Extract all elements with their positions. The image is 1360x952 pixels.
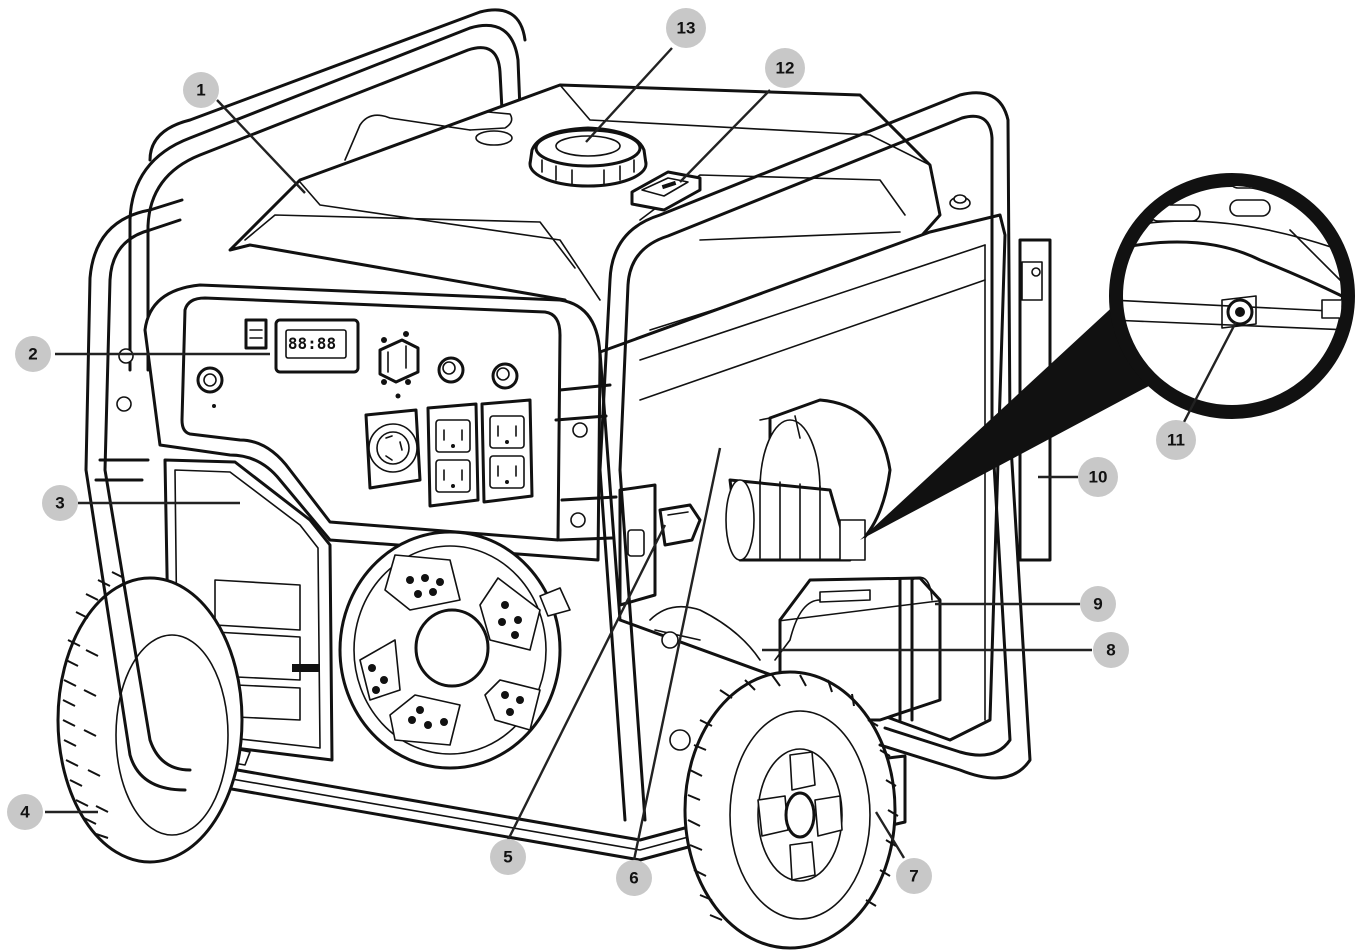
left-wheel (56, 571, 244, 864)
leader-5 (506, 524, 667, 841)
svg-text:3: 3 (55, 494, 64, 513)
callout-1: 1 (183, 72, 219, 108)
hour-meter-display: 88:88 (288, 334, 336, 353)
alternator (725, 398, 892, 562)
twist-lock-outlet (364, 408, 422, 490)
callout-12: 12 (765, 48, 805, 88)
callout-11: 11 (1156, 420, 1196, 460)
zoom-connector (860, 300, 1160, 540)
duplex-outlet-right (480, 398, 534, 504)
right-wheel (683, 670, 899, 950)
front-frame-right (554, 91, 1032, 822)
svg-text:6: 6 (629, 869, 638, 888)
callout-3: 3 (42, 485, 78, 521)
callout-6: 6 (616, 860, 652, 896)
leader-13 (585, 47, 673, 143)
fuel-cap (528, 126, 648, 188)
front-frame-crossbar (148, 8, 527, 162)
circuit-breaker-left[interactable] (437, 356, 465, 384)
leader-7 (874, 811, 906, 859)
leader-6 (632, 447, 722, 861)
leader-1 (216, 99, 306, 194)
svg-text:11: 11 (1167, 431, 1185, 450)
front-frame-left (84, 198, 192, 792)
choke-lever[interactable] (658, 503, 702, 547)
rear-frame (128, 23, 522, 372)
callout-13: 13 (666, 8, 706, 48)
fuel-gauge (630, 170, 702, 212)
ground-terminal (196, 366, 224, 408)
callout-10: 10 (1078, 457, 1118, 497)
svg-text:4: 4 (20, 803, 30, 822)
svg-text:13: 13 (677, 19, 696, 38)
svg-text:10: 10 (1089, 468, 1108, 487)
svg-text:12: 12 (776, 59, 795, 78)
engine-switch[interactable] (378, 331, 420, 399)
callout-7: 7 (896, 858, 932, 894)
leader-12 (679, 89, 771, 183)
svg-text:7: 7 (909, 867, 918, 886)
breaker-switch[interactable] (244, 318, 268, 350)
callout-5: 5 (490, 839, 526, 875)
callout-4: 4 (7, 794, 43, 830)
callout-8: 8 (1093, 632, 1129, 668)
recoil-starter (338, 530, 571, 770)
callout-2: 2 (15, 336, 51, 372)
tank-bolt (949, 194, 971, 210)
hour-meter: 88:88 (274, 318, 360, 374)
svg-text:5: 5 (503, 848, 512, 867)
svg-text:2: 2 (28, 345, 37, 364)
svg-text:8: 8 (1106, 641, 1115, 660)
fuel-line (649, 605, 761, 751)
circuit-breaker-right[interactable] (491, 362, 519, 390)
callout-9: 9 (1080, 586, 1116, 622)
leader-lines (45, 47, 1238, 861)
svg-text:9: 9 (1093, 595, 1102, 614)
duplex-outlet-left (426, 402, 480, 508)
leader-11 (1182, 321, 1238, 423)
zoom-detail (1109, 173, 1355, 419)
callouts: 1 2 3 4 5 6 7 8 9 10 11 12 13 (7, 8, 1196, 896)
svg-text:1: 1 (196, 81, 205, 100)
